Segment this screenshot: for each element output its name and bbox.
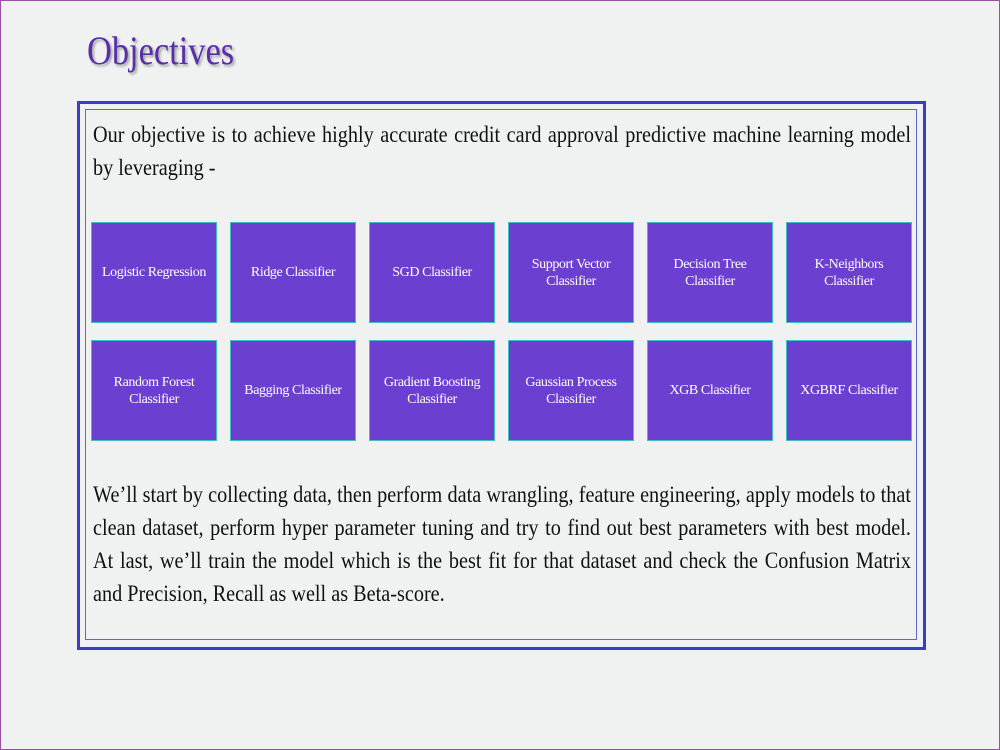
model-box-xgbrf-classifier: XGBRF Classifier [786,340,912,441]
intro-paragraph: Our objective is to achieve highly accur… [93,122,911,181]
model-box-k-neighbors-classifier: K-Neighbors Classifier [786,222,912,323]
model-box-sgd-classifier: SGD Classifier [369,222,495,323]
model-box-gradient-boosting-classifier: Gradient Boosting Classifier [369,340,495,441]
model-label: Gradient Boosting Classifier [383,374,481,407]
model-label: XGBRF Classifier [800,383,898,398]
model-label: Random Forest Classifier [113,374,195,407]
model-label: XGB Classifier [669,383,751,398]
models-grid: Logistic Regression Ridge Classifier SGD… [91,222,912,441]
model-box-xgb-classifier: XGB Classifier [647,340,773,441]
outro-paragraph: We’ll start by collecting data, then per… [93,482,911,607]
model-box-gaussian-process-classifier: Gaussian Process Classifier [508,340,634,441]
model-label: Ridge Classifier [250,265,336,280]
model-box-ridge-classifier: Ridge Classifier [230,222,356,323]
model-label: Logistic Regression [102,265,206,280]
content-frame-outer [77,101,926,650]
model-box-bagging-classifier: Bagging Classifier [230,340,356,441]
model-box-support-vector-classifier: Support Vector Classifier [508,222,634,323]
model-box-decision-tree-classifier: Decision Tree Classifier [647,222,773,323]
model-label: K-Neighbors Classifier [814,256,884,289]
model-label: Gaussian Process Classifier [525,374,617,407]
model-label: Support Vector Classifier [531,256,611,289]
content-frame-inner [85,109,917,640]
slide-title: Objectives [87,28,235,73]
model-label: SGD Classifier [392,265,472,280]
model-label: Decision Tree Classifier [673,256,747,289]
model-box-random-forest-classifier: Random Forest Classifier [91,340,217,441]
model-label: Bagging Classifier [244,383,342,398]
model-box-logistic-regression: Logistic Regression [91,222,217,323]
